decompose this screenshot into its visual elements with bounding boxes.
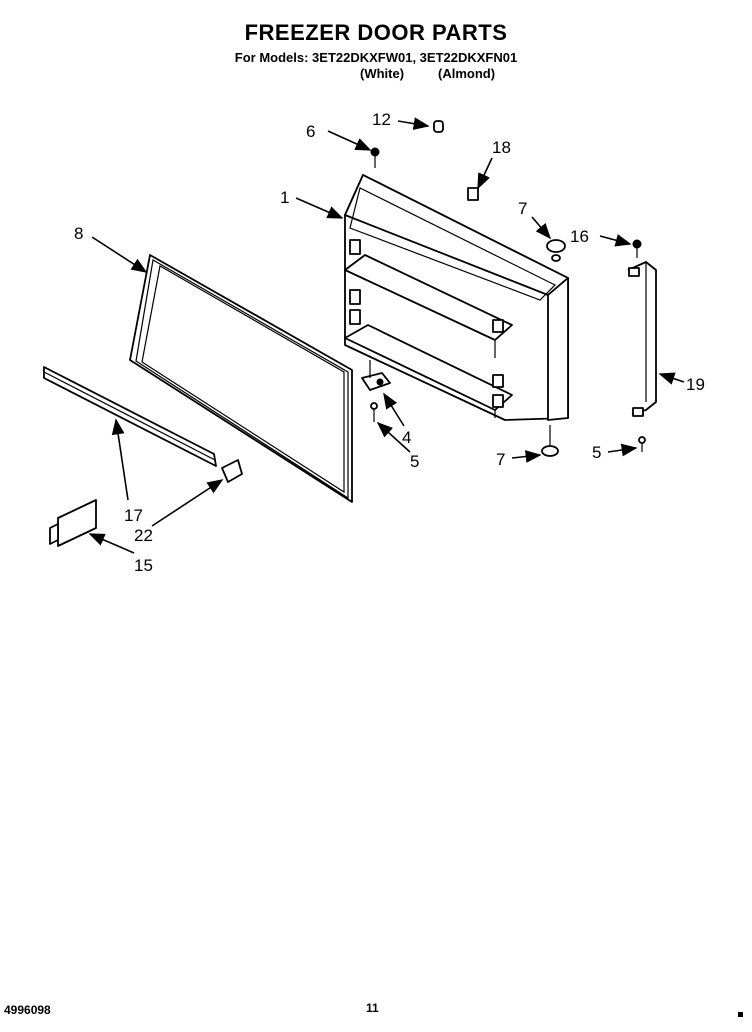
page-number: 11 bbox=[366, 1001, 379, 1015]
clip-part-22 bbox=[221, 459, 243, 483]
callout-19: 19 bbox=[686, 375, 705, 394]
plug-part-12 bbox=[433, 120, 444, 133]
screw-part-5-left bbox=[370, 402, 378, 422]
callout-1: 1 bbox=[280, 188, 289, 207]
screw-part-6 bbox=[370, 147, 380, 168]
door-gasket-part-8 bbox=[129, 254, 353, 503]
callout-18: 18 bbox=[492, 138, 511, 157]
variant-almond-label: (Almond) bbox=[438, 66, 496, 81]
models-line: For Models: 3ET22DKXFW01, 3ET22DKXFN01 bbox=[234, 50, 518, 65]
callout-22: 22 bbox=[134, 526, 153, 545]
callout-5-right: 5 bbox=[592, 443, 601, 462]
corner-mark bbox=[738, 1012, 743, 1017]
callout-16: 16 bbox=[570, 227, 589, 246]
screw-part-16 bbox=[632, 239, 642, 258]
callout-6: 6 bbox=[306, 122, 315, 141]
leader-lines bbox=[88, 117, 685, 554]
callout-12: 12 bbox=[372, 110, 391, 129]
trim-strip-part-17 bbox=[43, 366, 217, 467]
bushing-part-7-top bbox=[546, 239, 566, 262]
callout-17: 17 bbox=[124, 506, 143, 525]
door-liner-part-1 bbox=[344, 174, 569, 421]
page-title: FREEZER DOOR PARTS bbox=[244, 20, 508, 45]
document-number: 4996098 bbox=[4, 1003, 51, 1017]
label-part-18 bbox=[467, 187, 479, 201]
screw-part-5-right bbox=[638, 436, 646, 452]
bushing-part-7-bottom bbox=[541, 425, 559, 457]
callout-7-bottom: 7 bbox=[496, 450, 505, 469]
callout-5-left: 5 bbox=[410, 452, 419, 471]
hinge-bracket-part-4 bbox=[361, 360, 391, 391]
callout-7-top: 7 bbox=[518, 199, 527, 218]
cover-part-15 bbox=[49, 499, 97, 547]
callout-8: 8 bbox=[74, 224, 83, 243]
callout-4: 4 bbox=[402, 428, 411, 447]
variant-white-label: (White) bbox=[360, 66, 405, 81]
handle-part-19 bbox=[627, 261, 657, 417]
callout-15: 15 bbox=[134, 556, 153, 575]
